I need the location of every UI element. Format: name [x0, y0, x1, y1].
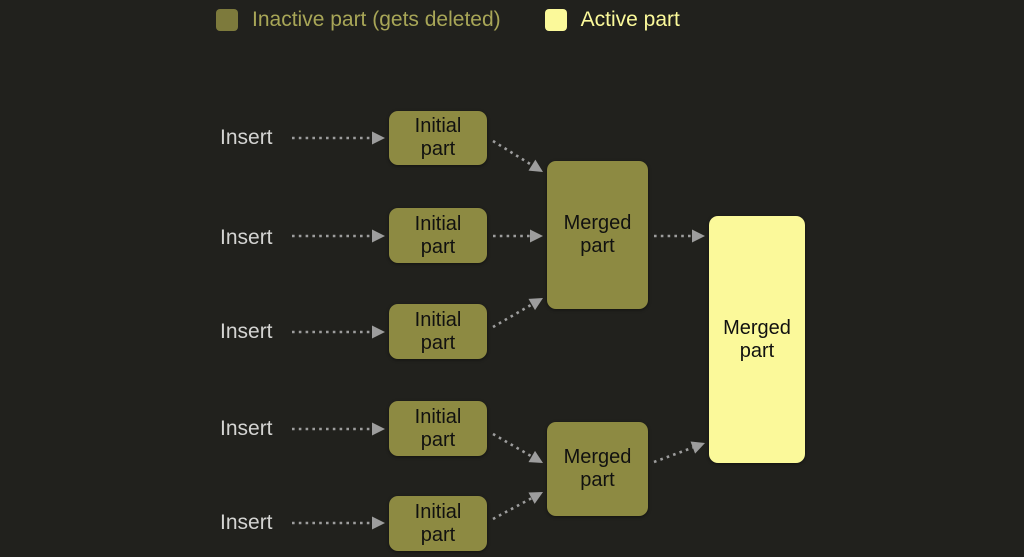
- arrow-3: [292, 325, 385, 339]
- node-label: Initial part: [414, 212, 462, 258]
- node-initial-part-3[interactable]: Initial part: [389, 304, 487, 359]
- node-label: Merged part: [563, 212, 632, 257]
- arrow-12: [653, 441, 705, 464]
- arrow-4: [292, 422, 385, 436]
- arrowhead-icon: [372, 516, 385, 530]
- arrow-5: [292, 516, 385, 530]
- arrowhead-icon: [372, 131, 385, 145]
- node-initial-part-4[interactable]: Initial part: [389, 401, 487, 456]
- node-label: Initial part: [414, 405, 462, 451]
- inactive-swatch-icon: [216, 9, 238, 31]
- arrow-6: [492, 139, 543, 172]
- insert-label-5: Insert: [220, 511, 273, 534]
- node-initial-part-1[interactable]: Initial part: [389, 111, 487, 165]
- node-label: Initial part: [414, 500, 462, 546]
- insert-label-4: Insert: [220, 417, 273, 440]
- arrow-11: [654, 229, 705, 243]
- node-merged-part-bottom[interactable]: Merged part: [547, 422, 648, 516]
- arrow-9: [492, 432, 543, 463]
- arrowhead-icon: [372, 325, 385, 339]
- arrowhead-icon: [528, 159, 543, 172]
- insert-label-3: Insert: [220, 320, 273, 343]
- arrowhead-icon: [530, 229, 543, 243]
- node-initial-part-5[interactable]: Initial part: [389, 496, 487, 551]
- legend-label-active: Active part: [580, 8, 680, 31]
- legend-item-active: Active part: [544, 8, 680, 31]
- arrowhead-icon: [528, 450, 543, 463]
- arrow-7: [493, 229, 543, 243]
- legend-item-inactive: Inactive part (gets deleted): [216, 9, 501, 31]
- active-swatch-icon: [544, 9, 567, 31]
- insert-label-1: Insert: [220, 126, 273, 149]
- arrow-1: [292, 131, 385, 145]
- node-label: Initial part: [414, 115, 462, 160]
- node-initial-part-2[interactable]: Initial part: [389, 208, 487, 263]
- node-label: Merged part: [723, 316, 791, 362]
- node-merged-part-final[interactable]: Merged part: [709, 216, 805, 463]
- arrowhead-icon: [692, 229, 705, 243]
- node-label: Initial part: [414, 308, 462, 354]
- arrowhead-icon: [690, 441, 705, 454]
- legend-label-inactive: Inactive part (gets deleted): [252, 8, 501, 31]
- node-label: Merged part: [563, 446, 632, 491]
- arrowhead-icon: [528, 492, 543, 504]
- arrow-2: [292, 229, 385, 243]
- arrowhead-icon: [372, 422, 385, 436]
- arrow-10: [492, 492, 543, 521]
- arrow-8: [492, 298, 543, 329]
- node-merged-part-top[interactable]: Merged part: [547, 161, 648, 309]
- insert-label-2: Insert: [220, 226, 273, 249]
- legend: Inactive part (gets deleted) Active part: [216, 9, 680, 31]
- arrowhead-icon: [372, 229, 385, 243]
- arrowhead-icon: [528, 298, 543, 311]
